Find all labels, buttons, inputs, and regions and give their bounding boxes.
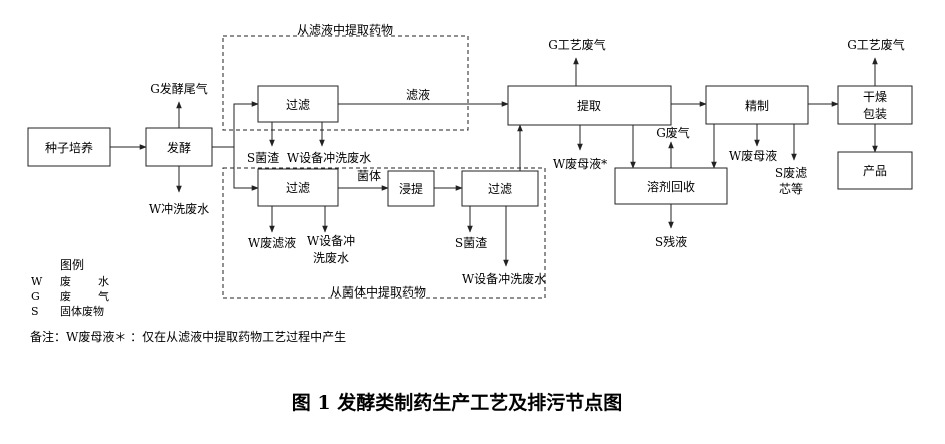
filter-1-label: 过滤: [286, 98, 310, 112]
legend-name2-w: 水: [98, 275, 109, 288]
s-residue-2-label: S菌渣: [455, 236, 487, 250]
filter-3-label: 过滤: [488, 182, 512, 196]
arrow-to-filter1: [233, 101, 259, 147]
s-refine-label-2: 芯等: [779, 182, 803, 196]
filter-3-box: [461, 170, 539, 207]
legend-name-g: 废: [60, 289, 71, 303]
filtrate-flow-label: 滤液: [406, 87, 430, 102]
leach-label: 浸提: [399, 181, 423, 196]
w-equip-2-label-1: W设备冲: [307, 233, 355, 248]
group-filtrate-label: 从滤液中提取药物: [297, 22, 393, 37]
solvent-recovery-box: [614, 167, 728, 205]
w-equip-2-label-2: 洗废水: [313, 250, 349, 265]
legend-code-g: G: [31, 290, 40, 303]
arrow-to-filter2: [233, 147, 259, 191]
s-residue-1-label: S菌渣: [247, 151, 279, 165]
s-solvent-label: S残液: [655, 234, 687, 249]
figure-caption: 图 1 发酵类制药生产工艺及排污节点图: [292, 391, 622, 414]
extraction-label: 提取: [577, 98, 601, 113]
legend-code-s: S: [31, 305, 39, 318]
s-refine-label-1: S废滤: [775, 165, 807, 180]
w-mother-2-label: W废母液: [729, 148, 777, 163]
group-mycelium-box: [222, 167, 546, 299]
dry-pack-label-2: 包装: [863, 107, 887, 121]
w-filtrate-label: W废滤液: [248, 235, 296, 250]
leach-box: [387, 170, 435, 207]
legend-name-w: 废: [60, 274, 71, 288]
fermentation-label: 发酵: [167, 140, 191, 155]
legend-title: 图例: [60, 258, 84, 272]
product-box: [837, 151, 913, 190]
group-mycelium-label: 从菌体中提取药物: [330, 284, 426, 299]
legend-name-s: 固体废物: [60, 304, 104, 318]
dry-pack-label-1: 干燥: [863, 90, 887, 104]
g-solvent-label: G废气: [656, 125, 690, 140]
g-ferment-label: G发酵尾气: [150, 81, 208, 96]
solvent-recovery-label: 溶剂回收: [647, 179, 695, 194]
extraction-box: [507, 85, 672, 126]
legend-code-w: W: [31, 275, 43, 288]
g-dry-label: G工艺废气: [847, 37, 905, 52]
refining-box: [705, 85, 809, 125]
legend-name2-g: 气: [98, 289, 109, 303]
seed-culture-label: 种子培养: [45, 140, 93, 155]
mycelium-flow-label: 菌体: [357, 169, 381, 183]
w-mother-1-label: W废母液*: [553, 156, 607, 171]
refining-label: 精制: [745, 99, 769, 113]
w-ferment-label: W冲洗废水: [149, 201, 209, 216]
w-equip-3-label: W设备冲洗废水: [462, 271, 546, 286]
product-label: 产品: [863, 164, 887, 178]
filter-2-label: 过滤: [286, 181, 310, 195]
w-equip-1-label: W设备冲洗废水: [287, 150, 371, 165]
g-extract-label: G工艺废气: [548, 37, 606, 52]
footnote: 备注：W废母液＊ ：仅在从滤液中提取药物工艺过程中产生: [30, 329, 346, 344]
group-filtrate-box: [222, 35, 469, 131]
